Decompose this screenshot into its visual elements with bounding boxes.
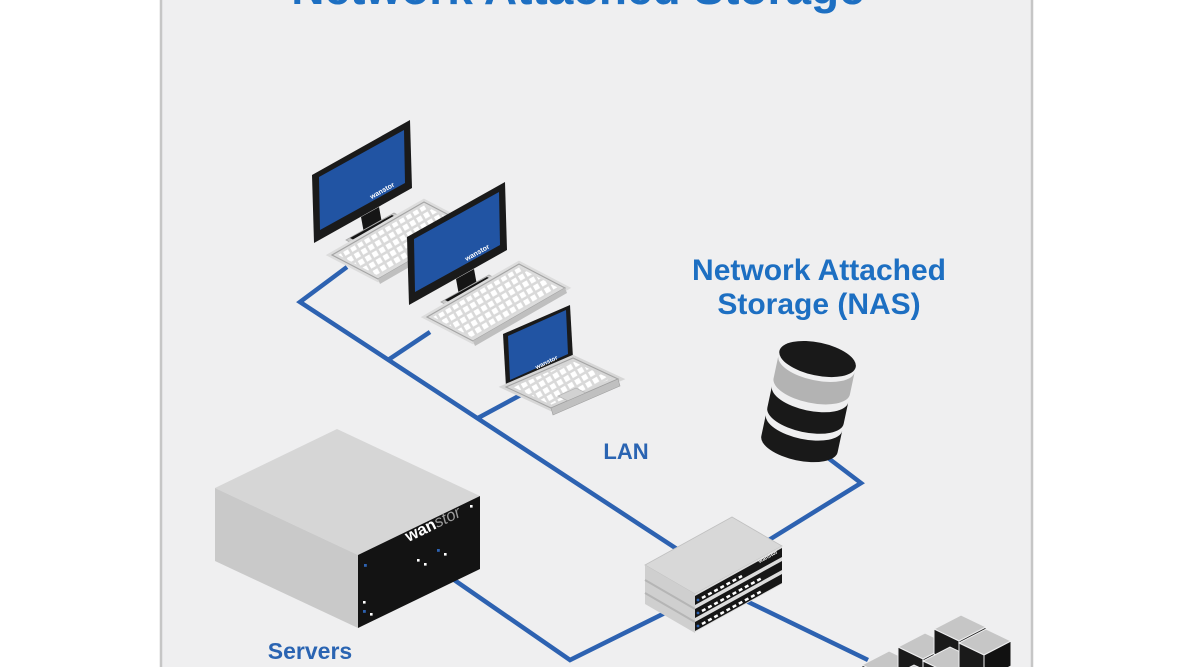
nas-link-line — [762, 446, 865, 545]
led — [363, 601, 366, 604]
switch-led — [696, 624, 700, 628]
nas-heading-line1: Network Attached — [692, 254, 946, 287]
desktop-computer-2: wanstor — [407, 182, 572, 346]
storage-brick — [957, 628, 1013, 667]
nas-heading-line2: Storage (NAS) — [717, 288, 920, 321]
switch-left-seam — [644, 592, 696, 623]
network-switch: wanstor — [644, 516, 783, 633]
led — [470, 505, 473, 508]
switch-led — [696, 611, 700, 615]
switch-left-face — [645, 565, 695, 633]
server-leds — [363, 505, 473, 616]
server-left-face — [215, 488, 358, 628]
switch-left-seam — [644, 579, 696, 610]
led — [363, 610, 366, 613]
monitor-screen — [414, 192, 500, 292]
array-link-line — [739, 595, 869, 663]
switch-led — [696, 598, 700, 602]
cylinder-band-dark-2 — [761, 414, 843, 463]
switch-ports — [701, 574, 743, 600]
brick-left — [922, 660, 937, 667]
laptop-front-edge — [550, 378, 621, 416]
cylinder-top — [779, 340, 856, 378]
keyboard — [420, 260, 572, 346]
brick-left — [958, 642, 985, 667]
brick-left — [897, 646, 924, 667]
monitor-screen — [319, 130, 405, 230]
brick-front — [983, 640, 1012, 667]
led — [444, 553, 447, 556]
lan-label: LAN — [603, 439, 648, 464]
laptop-computer: wanstor — [498, 305, 626, 416]
network-lines — [296, 265, 869, 663]
led — [437, 549, 440, 552]
laptop-deck — [498, 354, 626, 416]
cylinder-band-gray — [773, 355, 855, 405]
cylinder-band-dark-1 — [767, 386, 849, 434]
switch-ports — [701, 576, 763, 613]
switch-ports — [701, 589, 763, 626]
server-box: wanstor — [215, 429, 480, 628]
led — [424, 563, 427, 566]
keyboard-keys — [427, 264, 565, 341]
server-top-face — [215, 429, 480, 555]
led — [370, 613, 373, 616]
led — [417, 559, 420, 562]
desktop2-branch-line — [386, 330, 432, 362]
lan-trunk-line — [296, 265, 682, 553]
laptop-screen — [508, 310, 568, 380]
server-link-line — [406, 546, 678, 663]
keyboard-edge — [473, 288, 567, 346]
server-front-face — [358, 496, 480, 628]
storage-array — [860, 614, 1013, 667]
laptop-keys — [506, 358, 618, 408]
page-title: Network Attached Storage — [291, 0, 864, 14]
led — [364, 564, 367, 567]
nas-database-icon — [761, 340, 856, 463]
servers-label: Servers — [268, 638, 352, 664]
